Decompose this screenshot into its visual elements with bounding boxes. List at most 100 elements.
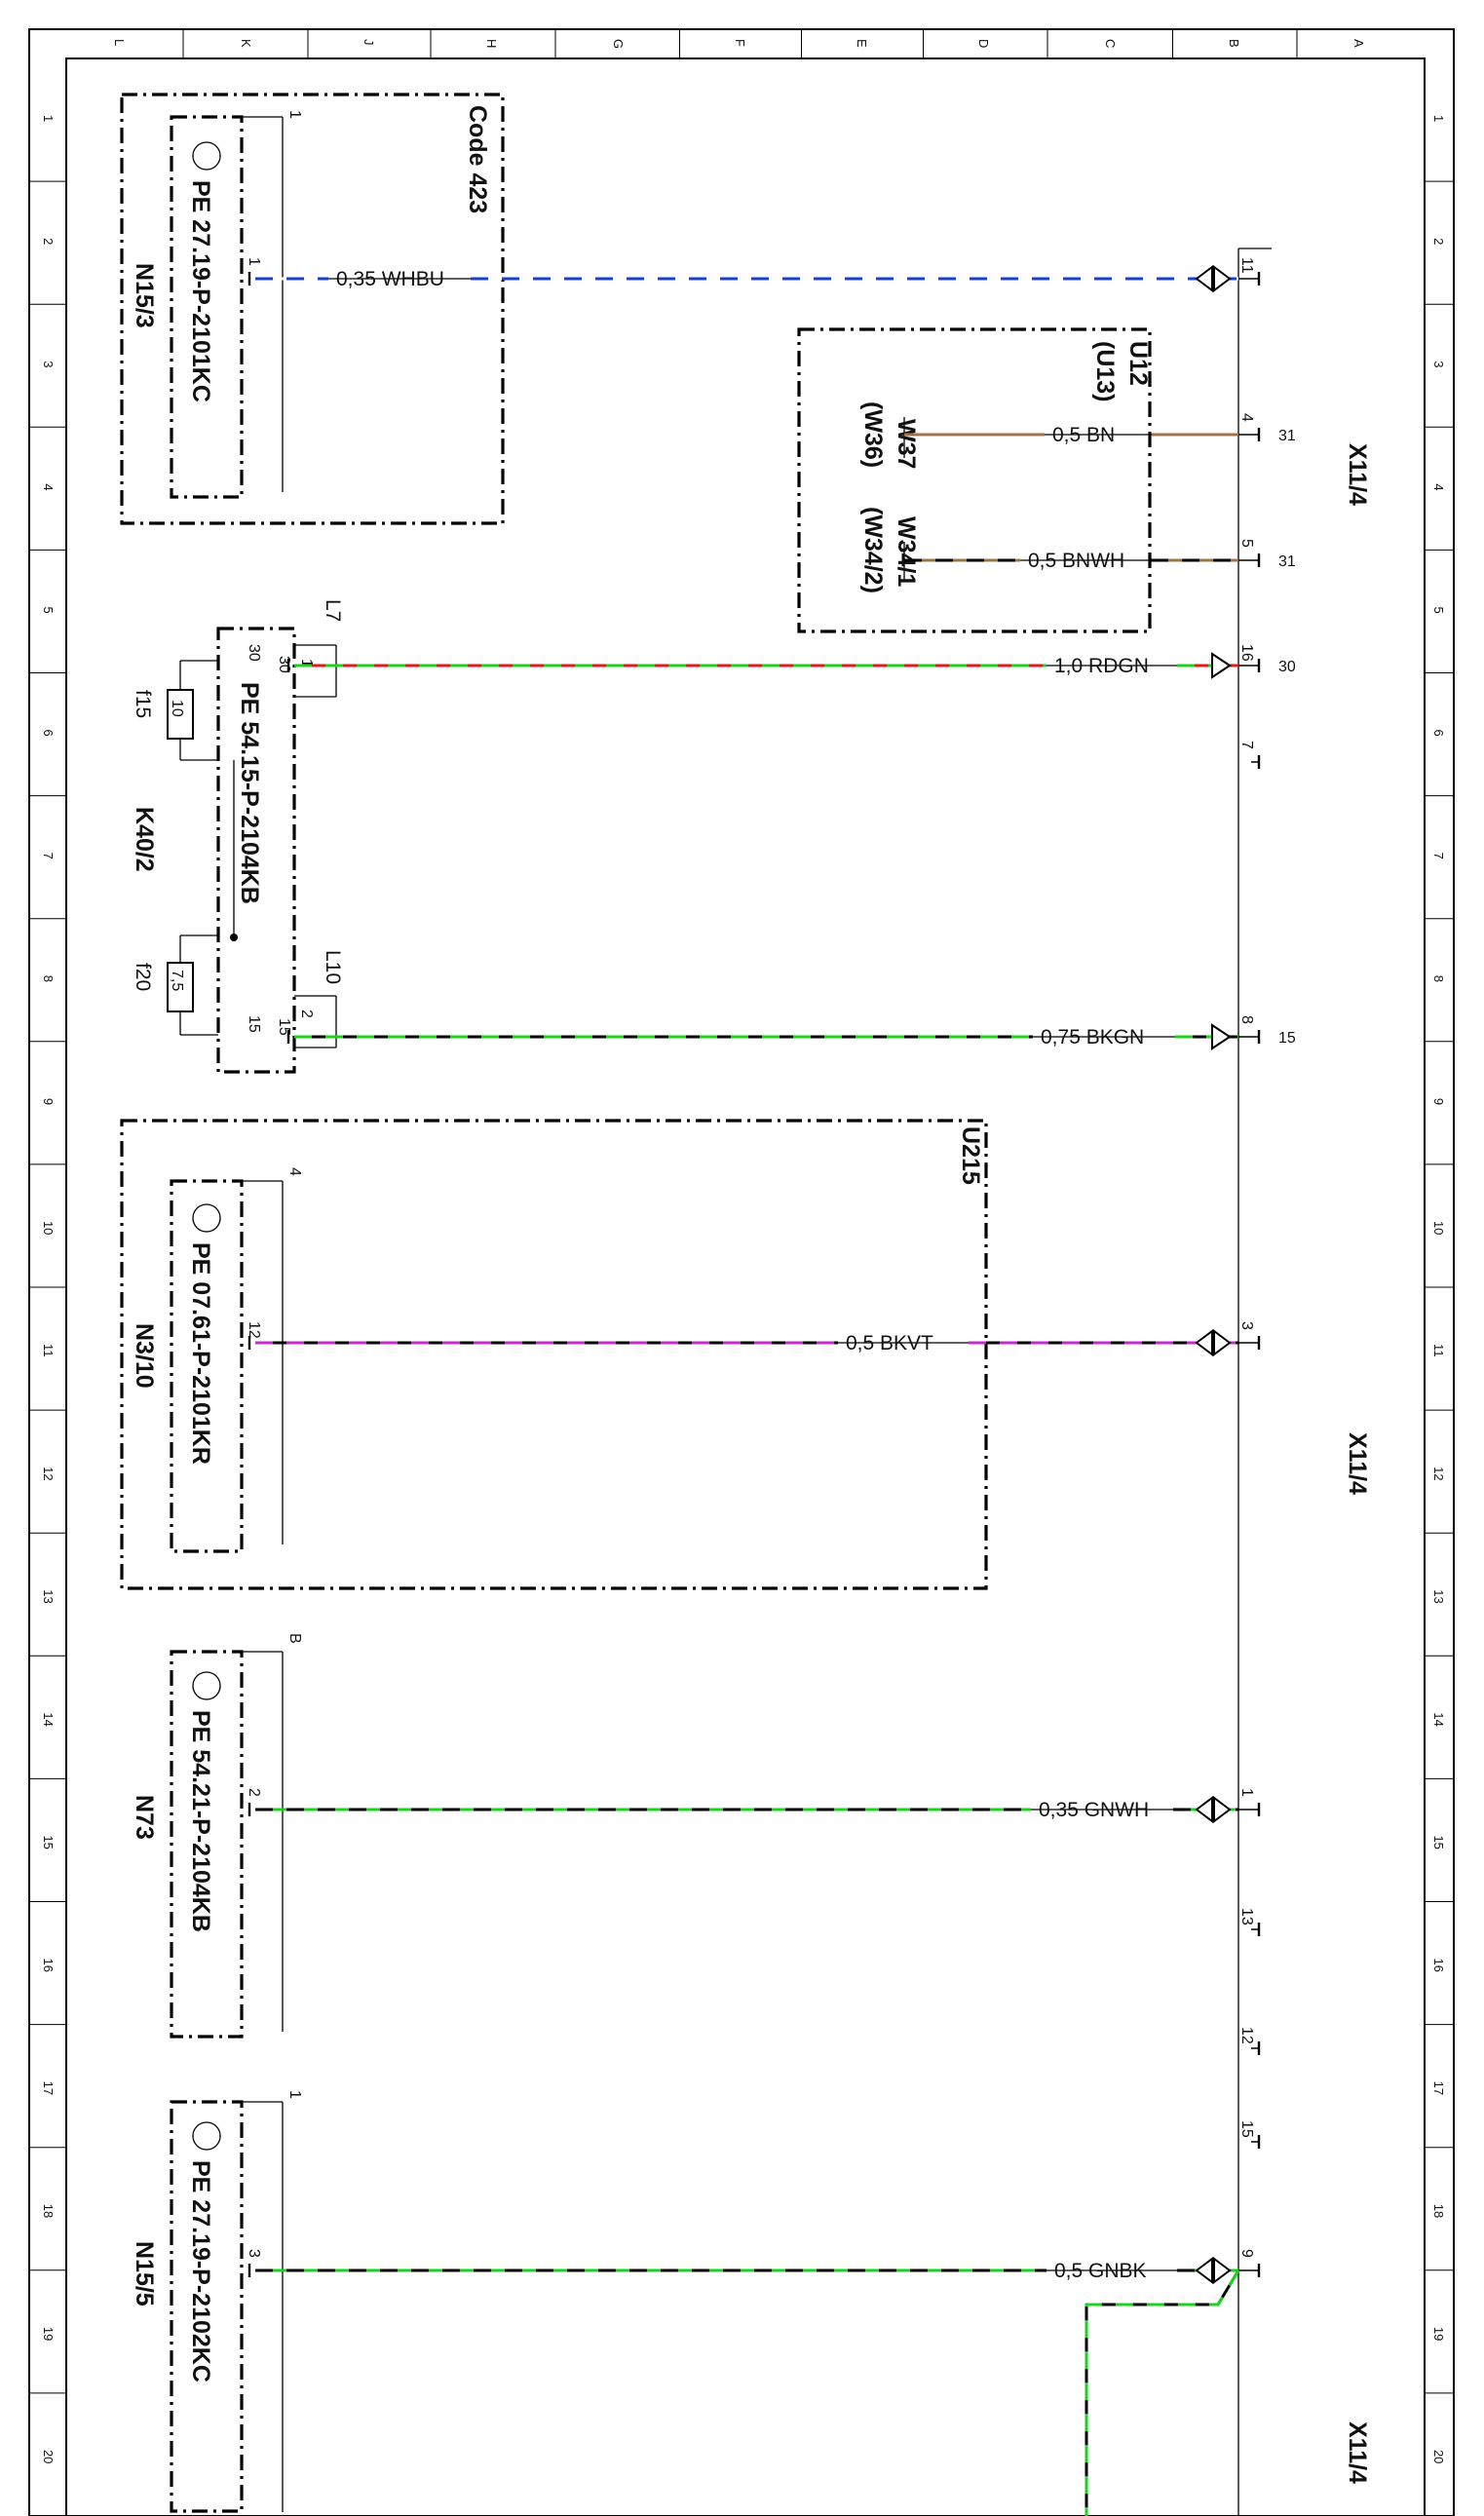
fuse-f15: 10 f15 xyxy=(132,689,194,740)
connector-arrow-icon xyxy=(1195,265,1213,292)
grid-number: 15 xyxy=(41,1835,56,1849)
N15-3-pe: PE 27.19-P-2101KC xyxy=(187,180,214,402)
wire: 0,35 GNWH 1 2 xyxy=(246,1788,1261,1823)
connector-pin: 3 xyxy=(1238,1321,1255,1330)
connector-pin: 8 xyxy=(1238,1015,1255,1024)
grid-number: 12 xyxy=(41,1467,56,1480)
transistor-icon xyxy=(192,2121,221,2151)
grid-number: 18 xyxy=(41,2204,56,2218)
grid-letter: L xyxy=(112,39,127,46)
grid-letter: D xyxy=(976,39,991,48)
code-423-label: Code 423 xyxy=(464,105,491,213)
K40-2-pin-2: 2 xyxy=(298,1010,315,1018)
grid-letter: C xyxy=(1103,39,1118,48)
wire-label: 0,35 GNWH xyxy=(1039,1799,1149,1821)
grid-letter: B xyxy=(1227,39,1241,48)
N73-top-pin: B xyxy=(286,1633,303,1644)
source-pin: 1 xyxy=(246,257,262,266)
grid-letter: H xyxy=(484,39,499,48)
grid-number: 9 xyxy=(41,1098,56,1105)
ground-ref-w34: W34/1 (W34/2) xyxy=(859,507,920,593)
unused-pin: 12 xyxy=(1238,2027,1255,2044)
wire-label: 1,0 RDGN xyxy=(1054,655,1149,677)
connector-pin: 1 xyxy=(1238,1788,1255,1797)
fuse-f20-rating: 7,5 xyxy=(169,970,185,991)
connector-label-1: X11/4 xyxy=(1344,443,1371,506)
fuse-f20-name: f20 xyxy=(132,963,154,991)
connector-arrow-icon xyxy=(1211,1023,1232,1050)
grid-number: 6 xyxy=(41,730,56,737)
fuse-f15-rating: 10 xyxy=(169,700,185,717)
grid-number: 19 xyxy=(41,2327,56,2341)
component-N73: B PE 54.21-P-2104KB N73 xyxy=(131,1633,303,2039)
N15-3-top-pin: 1 xyxy=(286,110,303,119)
grid-number: 10 xyxy=(1431,1221,1446,1235)
grid-number: 9 xyxy=(1431,1098,1446,1105)
connector-pin: 9 xyxy=(1238,2249,1255,2258)
K40-2-id: K40/2 xyxy=(131,807,158,872)
grid-number: 16 xyxy=(41,1959,56,1972)
transistor-icon xyxy=(192,1203,221,1233)
N73-pe: PE 54.21-P-2104KB xyxy=(187,1710,214,1932)
K40-2-pin-15: 15 xyxy=(276,1018,292,1036)
component-N15-3: 1 PE 27.19-P-2101KC N15/3 xyxy=(131,110,303,499)
w34-name: W34/1 xyxy=(893,516,920,587)
transistor-icon xyxy=(192,1671,221,1700)
source-pin: 2 xyxy=(246,1788,262,1797)
grid-number: 2 xyxy=(41,238,56,245)
grid-number: 1 xyxy=(1431,115,1446,122)
K40-2-pe: PE 54.15-P-2104KB xyxy=(236,682,263,904)
fuse-f15-name: f15 xyxy=(132,690,154,718)
grid-number: 1 xyxy=(41,115,56,122)
source-pin: 3 xyxy=(246,2249,262,2258)
source-pin: 15 xyxy=(246,1015,262,1033)
w37-name: W37 xyxy=(893,419,920,469)
grid-number: 11 xyxy=(41,1344,56,1357)
w37-alt: (W36) xyxy=(859,401,887,468)
grid-number: 14 xyxy=(1431,1712,1446,1726)
K40-2-L7: L7 xyxy=(322,599,344,622)
grid-number: 12 xyxy=(1431,1467,1446,1480)
connector-label-2: X11/4 xyxy=(1344,1432,1371,1495)
code-423-box: Code 423 xyxy=(120,93,505,525)
grid-letter: A xyxy=(1351,39,1366,48)
grid-number: 18 xyxy=(1431,2204,1446,2218)
grid-letter: K xyxy=(239,39,253,48)
N15-3-id: N15/3 xyxy=(131,263,158,328)
component-N15-5: 1 PE 27.19-P-2102KC N15/5 xyxy=(131,2090,303,2513)
w34-alt: (W34/2) xyxy=(859,507,887,593)
terminal-label: 31 xyxy=(1278,428,1296,444)
K40-2-pin-1: 1 xyxy=(298,659,315,667)
unused-pin: 13 xyxy=(1238,1908,1255,1925)
grid-number: 20 xyxy=(41,2450,56,2463)
grid-number: 10 xyxy=(41,1221,56,1235)
ground-ref-w37: W37 (W36) xyxy=(859,401,920,469)
u13-label: (U13) xyxy=(1091,341,1119,402)
grid-letter: F xyxy=(733,39,747,47)
grid-number: 8 xyxy=(1431,975,1446,982)
grid-number: 5 xyxy=(1431,606,1446,613)
K40-2-L10: L10 xyxy=(322,950,344,984)
terminal-label: 31 xyxy=(1278,553,1296,570)
N3-10-id: N3/10 xyxy=(131,1323,158,1389)
grid-number: 13 xyxy=(1431,1589,1446,1603)
grid-letter: E xyxy=(855,39,869,48)
grid-number: 4 xyxy=(41,483,56,490)
wire-label: 0,5 BKVT xyxy=(846,1332,933,1354)
terminal-label: 15 xyxy=(1278,1030,1296,1047)
grid-number: 16 xyxy=(1431,1959,1446,1972)
source-pin: 30 xyxy=(246,644,262,662)
N15-5-top-pin: 1 xyxy=(286,2090,303,2099)
grid-number: 20 xyxy=(1431,2450,1446,2463)
wire-label: 0,35 WHBU xyxy=(336,268,444,290)
u215-box: U215 xyxy=(120,1119,988,1590)
grid-letter: J xyxy=(361,39,376,46)
